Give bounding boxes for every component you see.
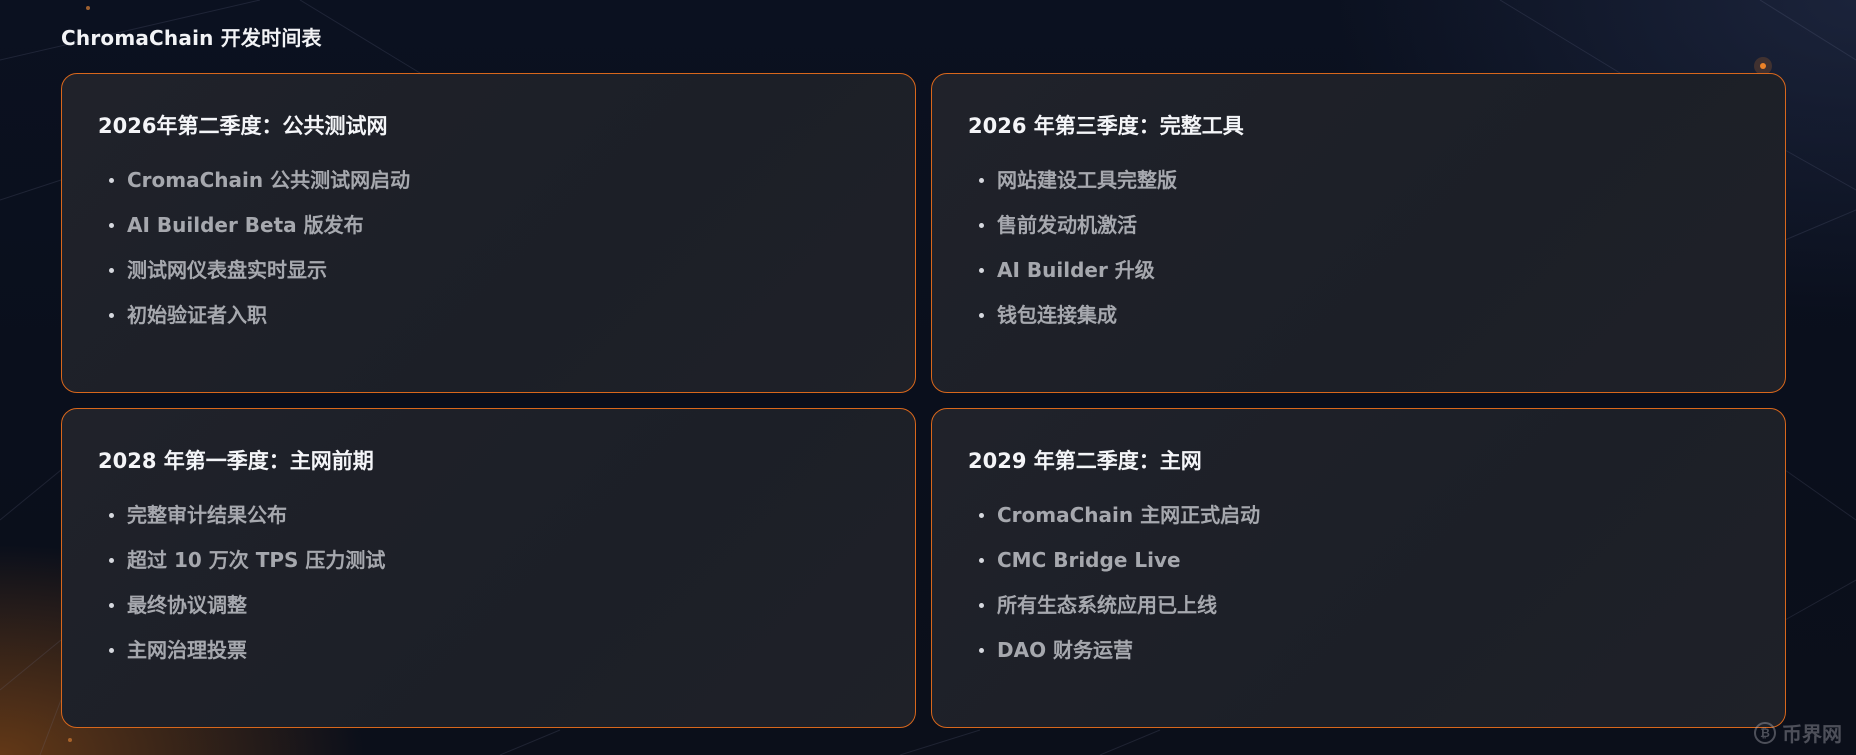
milestone-text: DAO 财务运营	[997, 638, 1134, 662]
timeline-card-q2-2029: 2029 年第二季度：主网 CromaChain 主网正式启动 CMC Brid…	[931, 408, 1786, 728]
bullet-icon	[109, 268, 114, 273]
milestone-item: 初始验证者入职	[98, 301, 879, 346]
milestone-list: CromaChain 公共测试网启动 AI Builder Beta 版发布 测…	[98, 166, 879, 346]
milestone-text: CromaChain 主网正式启动	[997, 503, 1261, 527]
bullet-icon	[979, 603, 984, 608]
timeline-card-q2-2026: 2026年第二季度：公共测试网 CromaChain 公共测试网启动 AI Bu…	[61, 73, 916, 393]
card-title: 2026 年第三季度：完整工具	[968, 114, 1244, 138]
bullet-icon	[979, 513, 984, 518]
milestone-text: 测试网仪表盘实时显示	[127, 258, 327, 282]
bullet-icon	[109, 648, 114, 653]
milestone-item: AI Builder 升级	[968, 256, 1749, 301]
milestone-text: 钱包连接集成	[997, 303, 1117, 327]
bullet-icon	[109, 313, 114, 318]
milestone-item: 主网治理投票	[98, 636, 879, 681]
milestone-item: AI Builder Beta 版发布	[98, 211, 879, 256]
milestone-item: CMC Bridge Live	[968, 546, 1749, 591]
watermark: ₿ 币界网	[1754, 718, 1842, 747]
milestone-text: 所有生态系统应用已上线	[997, 593, 1217, 617]
milestone-text: AI Builder 升级	[997, 258, 1155, 282]
bullet-icon	[109, 603, 114, 608]
milestone-item: 超过 10 万次 TPS 压力测试	[98, 546, 879, 591]
bullet-icon	[979, 648, 984, 653]
milestone-text: 初始验证者入职	[127, 303, 267, 327]
milestone-item: CromaChain 主网正式启动	[968, 501, 1749, 546]
milestone-item: 测试网仪表盘实时显示	[98, 256, 879, 301]
timeline-card-q1-2028: 2028 年第一季度：主网前期 完整审计结果公布 超过 10 万次 TPS 压力…	[61, 408, 916, 728]
milestone-item: 最终协议调整	[98, 591, 879, 636]
milestone-list: 网站建设工具完整版 售前发动机激活 AI Builder 升级 钱包连接集成	[968, 166, 1749, 346]
bullet-icon	[109, 223, 114, 228]
bullet-icon	[979, 313, 984, 318]
bullet-icon	[979, 223, 984, 228]
milestone-item: 网站建设工具完整版	[968, 166, 1749, 211]
card-title: 2029 年第二季度：主网	[968, 449, 1202, 473]
bullet-icon	[979, 268, 984, 273]
milestone-text: 售前发动机激活	[997, 213, 1137, 237]
milestone-text: CromaChain 公共测试网启动	[127, 168, 411, 192]
milestone-item: 所有生态系统应用已上线	[968, 591, 1749, 636]
milestone-list: 完整审计结果公布 超过 10 万次 TPS 压力测试 最终协议调整 主网治理投票	[98, 501, 879, 681]
bullet-icon	[979, 558, 984, 563]
bullet-icon	[979, 178, 984, 183]
milestone-text: 超过 10 万次 TPS 压力测试	[127, 548, 386, 572]
watermark-text: 币界网	[1782, 722, 1842, 746]
milestone-item: 售前发动机激活	[968, 211, 1749, 256]
milestone-text: AI Builder Beta 版发布	[127, 213, 364, 237]
bullet-icon	[109, 178, 114, 183]
bitcoin-coin-icon: ₿	[1754, 721, 1776, 744]
card-title: 2026年第二季度：公共测试网	[98, 114, 388, 138]
page-title: ChromaChain 开发时间表	[61, 26, 322, 50]
milestone-list: CromaChain 主网正式启动 CMC Bridge Live 所有生态系统…	[968, 501, 1749, 681]
milestone-text: 最终协议调整	[127, 593, 247, 617]
milestone-item: CromaChain 公共测试网启动	[98, 166, 879, 211]
bullet-icon	[109, 513, 114, 518]
milestone-item: 钱包连接集成	[968, 301, 1749, 346]
bullet-icon	[109, 558, 114, 563]
milestone-item: 完整审计结果公布	[98, 501, 879, 546]
timeline-card-q3-2026: 2026 年第三季度：完整工具 网站建设工具完整版 售前发动机激活 AI Bui…	[931, 73, 1786, 393]
milestone-text: 主网治理投票	[127, 638, 247, 662]
milestone-text: CMC Bridge Live	[997, 548, 1181, 572]
timeline-grid: 2026年第二季度：公共测试网 CromaChain 公共测试网启动 AI Bu…	[61, 73, 1786, 728]
milestone-text: 网站建设工具完整版	[997, 168, 1177, 192]
card-title: 2028 年第一季度：主网前期	[98, 449, 374, 473]
milestone-text: 完整审计结果公布	[127, 503, 287, 527]
milestone-item: DAO 财务运营	[968, 636, 1749, 681]
